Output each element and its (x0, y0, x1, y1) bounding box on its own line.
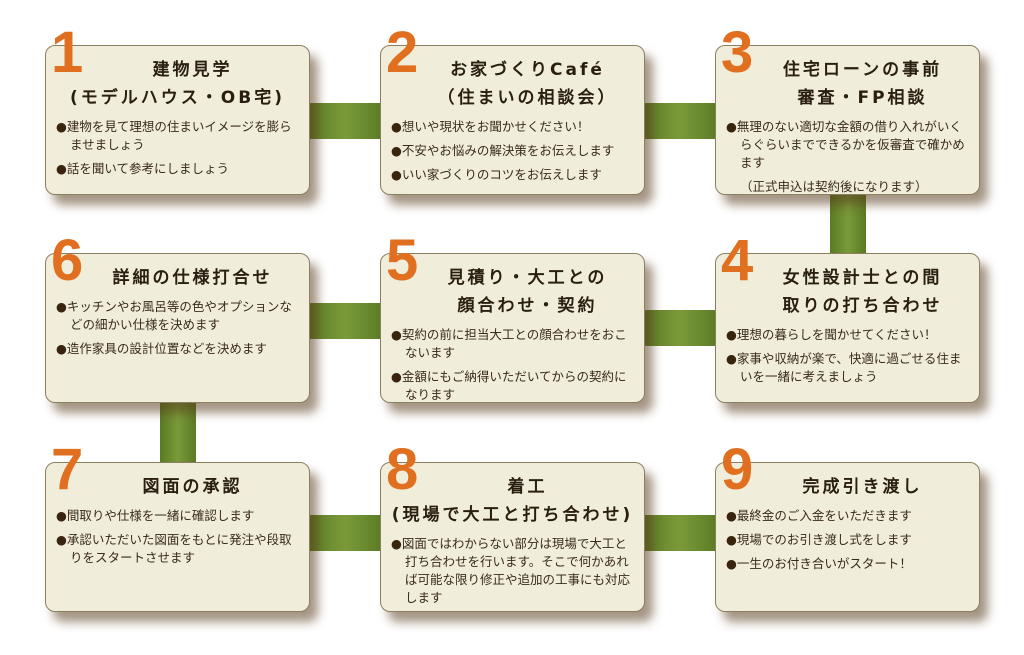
connector-6-7 (160, 400, 196, 468)
step-bullets: 想いや現状をお聞かせください！ 不安やお悩みの解決策をお伝えしますいい家づくりのコ… (391, 118, 634, 184)
step-bullets: 間取りや仕様を一緒に確認します承認いただいた図面をもとに発注や段取りをスタートさ… (56, 507, 299, 567)
step-card-1: 1建物見学(モデルハウス・OB宅)建物を見て理想の住まいイメージを膨らませましょ… (45, 24, 310, 195)
step-title: 住宅ローンの事前 (782, 60, 943, 80)
step-bullets: キッチンやお風呂等の色やオプションなどの細かい仕様を決めます造作家具の設計位置な… (56, 298, 299, 358)
bullet-item: 家事や収納が楽で、快適に過ごせる住まいを一緒に考えましょう (726, 350, 969, 386)
step-card-8: 8着工(現場で大工と打ち合わせ)図面ではわからない部分は現場で大工と打ち合わせを… (380, 441, 645, 612)
bullet-item: 無理のない適切な金額の借り入れがいくらぐらいまでできるかを仮審査で確かめます (726, 118, 969, 172)
step-title: （住まいの相談会） (437, 88, 618, 108)
bullet-item: 現場でのお引き渡し式をします (726, 531, 969, 549)
bullet-item: 金額にもご納得いただいてからの契約になります (391, 368, 634, 404)
step-title: (現場で大工と打ち合わせ) (391, 505, 634, 525)
step-title: 詳細の仕様打合せ (112, 268, 273, 288)
bullet-item: 承認いただいた図面をもとに発注や段取りをスタートさせます (56, 531, 299, 567)
step-card-6: 6詳細の仕様打合せキッチンやお風呂等の色やオプションなどの細かい仕様を決めます造… (45, 232, 310, 403)
step-title: お家づくりCafé (450, 60, 605, 80)
bullet-item: 最終金のご入金をいただきます (726, 507, 969, 525)
step-bullets: 最終金のご入金をいただきます現場でのお引き渡し式をします一生のお付き合いがスター… (726, 507, 969, 573)
step-card-4: 4女性設計士との間取りの打ち合わせ理想の暮らしを聞かせてください！家事や収納が楽… (715, 232, 980, 403)
step-number: 5 (386, 228, 419, 293)
connector-8-9 (640, 515, 720, 551)
step-number: 8 (386, 437, 419, 502)
connector-7-8 (305, 515, 385, 551)
bullet-item: 建物を見て理想の住まいイメージを膨らませましょう (56, 118, 299, 154)
step-number: 4 (721, 228, 754, 293)
bullet-item: 間取りや仕様を一緒に確認します (56, 507, 299, 525)
step-title: 女性設計士との間 (782, 268, 943, 288)
connector-4-5 (640, 310, 720, 346)
step-bullets: 建物を見て理想の住まいイメージを膨らませましょう話を聞いて参考にしましょう (56, 118, 299, 178)
step-title: 完成引き渡し (802, 477, 923, 497)
step-title: 着工 (507, 477, 548, 497)
step-title: 取りの打ち合わせ (782, 296, 943, 316)
step-card-7: 7図面の承認間取りや仕様を一緒に確認します承認いただいた図面をもとに発注や段取り… (45, 441, 310, 612)
step-card-3: 3住宅ローンの事前審査・FP相談無理のない適切な金額の借り入れがいくらぐらいまで… (715, 24, 980, 195)
step-title: 顔合わせ・契約 (457, 296, 598, 316)
step-note: （正式申込は契約後になります） (740, 179, 928, 194)
step-number: 3 (721, 20, 754, 85)
bullet-item: 話を聞いて参考にしましょう (56, 160, 299, 178)
step-number: 2 (386, 20, 419, 85)
step-bullets: 契約の前に担当大工との顔合わせをおこないます金額にもご納得いただいてからの契約に… (391, 326, 634, 404)
step-number: 1 (51, 20, 84, 85)
connector-1-2 (305, 103, 385, 139)
bullet-item: 図面ではわからない部分は現場で大工と打ち合わせを行います。そこで何かあれば可能な… (391, 535, 634, 607)
step-number: 9 (721, 437, 754, 502)
step-title: (モデルハウス・OB宅) (70, 88, 285, 108)
step-card-5: 5見積り・大工との顔合わせ・契約契約の前に担当大工との顔合わせをおこないます金額… (380, 232, 645, 404)
bullet-item: いい家づくりのコツをお伝えします (391, 166, 634, 184)
connector-3-4 (830, 190, 866, 260)
step-bullets: 図面ではわからない部分は現場で大工と打ち合わせを行います。そこで何かあれば可能な… (391, 535, 634, 607)
bullet-item: 造作家具の設計位置などを決めます (56, 340, 299, 358)
step-card-2: 2お家づくりCafé（住まいの相談会）想いや現状をお聞かせください！不安やお悩み… (380, 24, 645, 195)
step-title: 審査・FP相談 (797, 88, 928, 108)
step-bullets: 無理のない適切な金額の借り入れがいくらぐらいまでできるかを仮審査で確かめます (726, 118, 969, 172)
step-card-9: 9完成引き渡し最終金のご入金をいただきます現場でのお引き渡し式をします一生のお付… (715, 441, 980, 612)
step-title: 建物見学 (152, 60, 233, 80)
step-number: 6 (51, 228, 84, 293)
bullet-item: 契約の前に担当大工との顔合わせをおこないます (391, 326, 634, 362)
step-title: 図面の承認 (142, 477, 243, 497)
bullet-item: 理想の暮らしを聞かせてください！ (726, 326, 969, 344)
connector-2-3 (640, 103, 720, 139)
step-title: 見積り・大工との (447, 268, 608, 288)
step-number: 7 (51, 437, 84, 502)
bullet-item: 不安やお悩みの解決策をお伝えします (391, 142, 634, 160)
connector-5-6 (305, 303, 385, 339)
bullet-item: 一生のお付き合いがスタート！ (726, 555, 969, 573)
step-bullets: 理想の暮らしを聞かせてください！ 家事や収納が楽で、快適に過ごせる住まいを一緒に考… (726, 326, 969, 386)
bullet-item: キッチンやお風呂等の色やオプションなどの細かい仕様を決めます (56, 298, 299, 334)
bullet-item: 想いや現状をお聞かせください！ (391, 118, 634, 136)
